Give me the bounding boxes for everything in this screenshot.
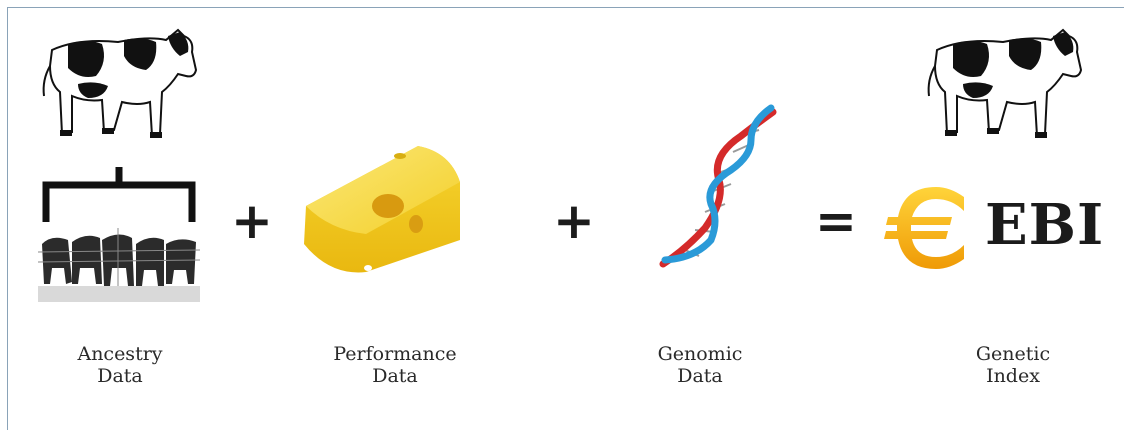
genomic-label-line1: Genomic xyxy=(657,343,743,365)
ebi-text: EBI xyxy=(985,192,1105,258)
ancestry-label-line1: Ancestry xyxy=(77,343,163,365)
dna-helix-icon xyxy=(659,104,777,268)
ancestry-label-line2: Data xyxy=(97,365,143,387)
genetic-label-line2: Index xyxy=(986,365,1040,387)
herd-photo xyxy=(38,222,200,302)
performance-label-line2: Data xyxy=(372,365,418,387)
genomic-label-line2: Data xyxy=(677,365,723,387)
euro-icon xyxy=(884,187,964,269)
genetic-label-line1: Genetic xyxy=(975,343,1051,365)
performance-data-label: Performance Data xyxy=(295,343,495,387)
cheese-icon xyxy=(304,146,460,273)
ancestry-bracket xyxy=(42,167,196,223)
cow-icon-left xyxy=(42,28,198,138)
genetic-index-label: Genetic Index xyxy=(913,343,1113,387)
plus-operator-1: + xyxy=(231,192,273,250)
equals-operator: = xyxy=(815,192,857,250)
ancestry-data-label: Ancestry Data xyxy=(20,343,220,387)
plus-operator-2: + xyxy=(553,192,595,250)
performance-label-line1: Performance xyxy=(333,343,457,365)
genomic-data-label: Genomic Data xyxy=(600,343,800,387)
diagram-frame xyxy=(7,7,1124,430)
cow-icon-right xyxy=(927,28,1083,138)
